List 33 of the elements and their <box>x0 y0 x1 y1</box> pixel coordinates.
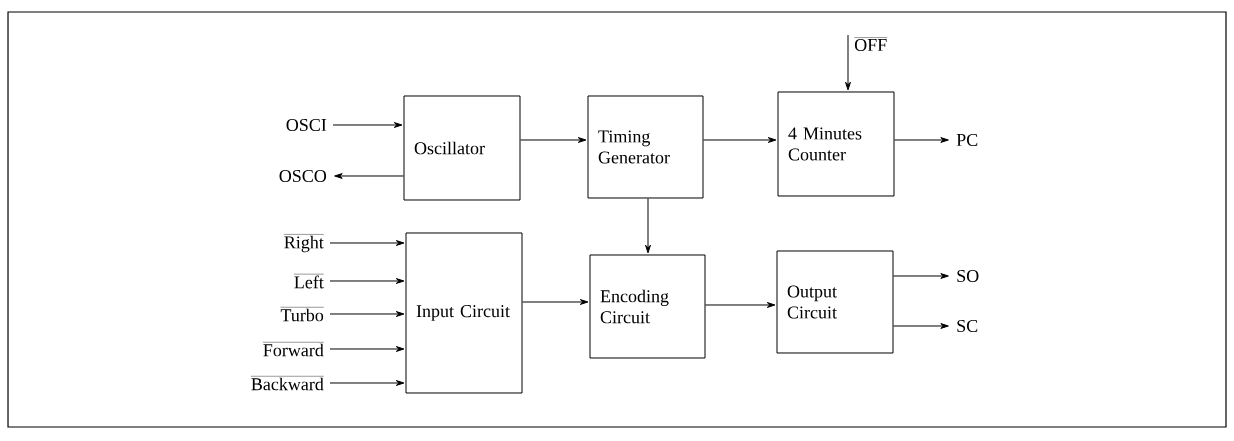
arrow <box>520 137 587 143</box>
block-box: Output Circuit <box>776 250 894 354</box>
signal-label: SO <box>957 269 979 283</box>
signal-label: OSCO <box>279 169 327 183</box>
signal-label: SC <box>957 319 978 333</box>
arrow <box>893 323 949 329</box>
arrow <box>894 137 949 143</box>
arrow <box>522 299 589 305</box>
arrow <box>329 278 405 284</box>
block-box: Encoding Circuit <box>589 254 706 359</box>
signal-label: Turbo <box>280 307 324 322</box>
block-box: Oscillator <box>403 95 521 201</box>
arrow <box>329 380 405 386</box>
block-box: 4 Minutes Counter <box>777 91 895 197</box>
block-box: Timing Generator <box>587 95 704 199</box>
arrow <box>893 273 949 279</box>
signal-label: Right <box>283 234 324 253</box>
arrow <box>845 34 851 91</box>
signal-label: Left <box>293 273 324 289</box>
arrow <box>332 122 403 128</box>
block-box: Input Circuit <box>405 232 523 394</box>
arrow <box>334 173 404 179</box>
signal-label: PC <box>956 133 978 147</box>
signal-label: OSCI <box>286 118 327 132</box>
arrow <box>329 346 405 352</box>
arrow <box>329 240 405 246</box>
signal-label: Forward <box>262 342 324 357</box>
signal-label: OFF <box>854 37 888 52</box>
signal-label: Backward <box>250 376 324 391</box>
arrow <box>329 311 405 317</box>
arrow <box>703 137 777 143</box>
arrow <box>645 198 651 254</box>
arrow <box>705 302 776 308</box>
